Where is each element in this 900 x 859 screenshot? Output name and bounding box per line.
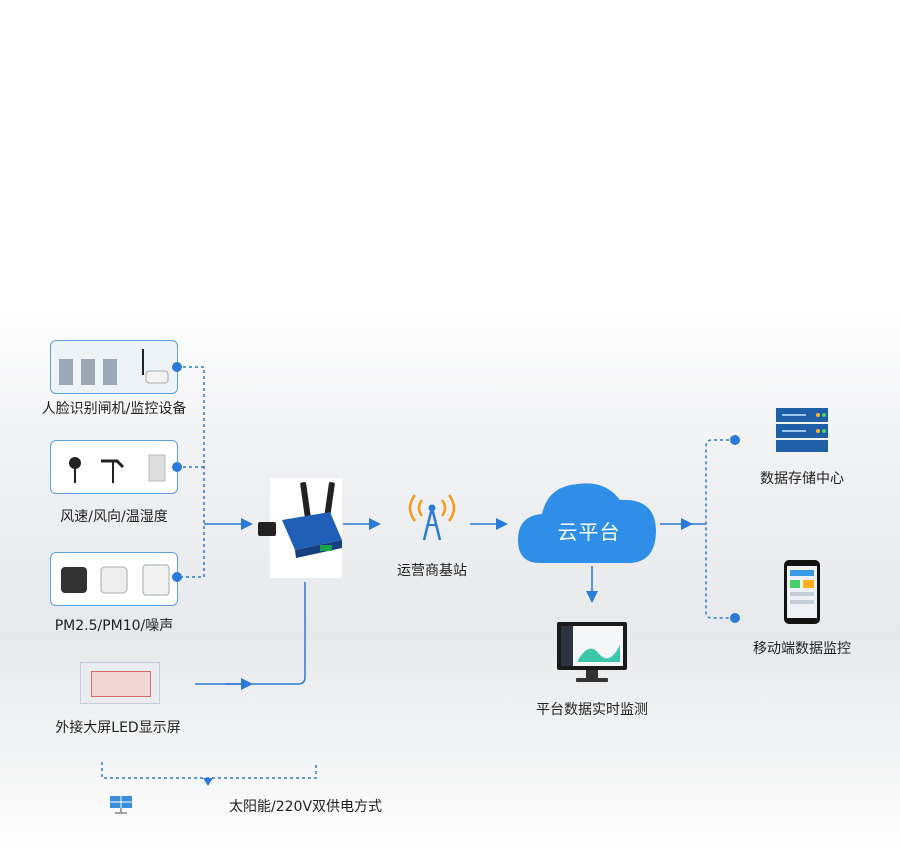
pm-noise-card <box>50 552 178 606</box>
monitor-label: 平台数据实时监测 <box>536 702 648 718</box>
face-gate-card <box>50 340 178 394</box>
power-connector-line <box>101 762 317 779</box>
mobile-phone-icon <box>784 560 820 624</box>
monitor-screen <box>557 622 627 682</box>
pm-noise-port <box>172 572 182 582</box>
base-station-label: 运营商基站 <box>397 563 467 579</box>
wind-temp-card <box>50 440 178 494</box>
server-icon <box>776 408 828 452</box>
mobile-label: 移动端数据监控 <box>753 641 851 657</box>
gate-camera-image <box>59 349 169 385</box>
weather-sensors-image <box>69 454 166 483</box>
router-device <box>258 478 342 578</box>
output-collector-line <box>705 439 735 619</box>
led-connector-line <box>195 582 306 685</box>
input-collector-line <box>177 366 205 578</box>
led-screen-label: 外接大屏LED显示屏 <box>55 720 181 736</box>
cloud-label: 云平台 <box>557 520 621 544</box>
solar-panel-icon <box>110 796 132 814</box>
storage-port <box>730 435 740 445</box>
dust-noise-sensors-image <box>61 564 170 596</box>
mobile-port <box>730 613 740 623</box>
face-gate-label: 人脸识别闸机/监控设备 <box>41 401 187 417</box>
pm-noise-label: PM2.5/PM10/噪声 <box>54 618 174 634</box>
power-label: 太阳能/220V双供电方式 <box>229 799 383 815</box>
cloud-shape <box>518 483 656 563</box>
antenna-icon <box>408 494 456 541</box>
storage-label: 数据存储中心 <box>760 471 844 487</box>
wind-temp-label: 风速/风向/温湿度 <box>60 509 168 525</box>
face-gate-port <box>172 362 182 372</box>
led-screen-image <box>80 662 160 704</box>
wind-temp-port <box>172 462 182 472</box>
